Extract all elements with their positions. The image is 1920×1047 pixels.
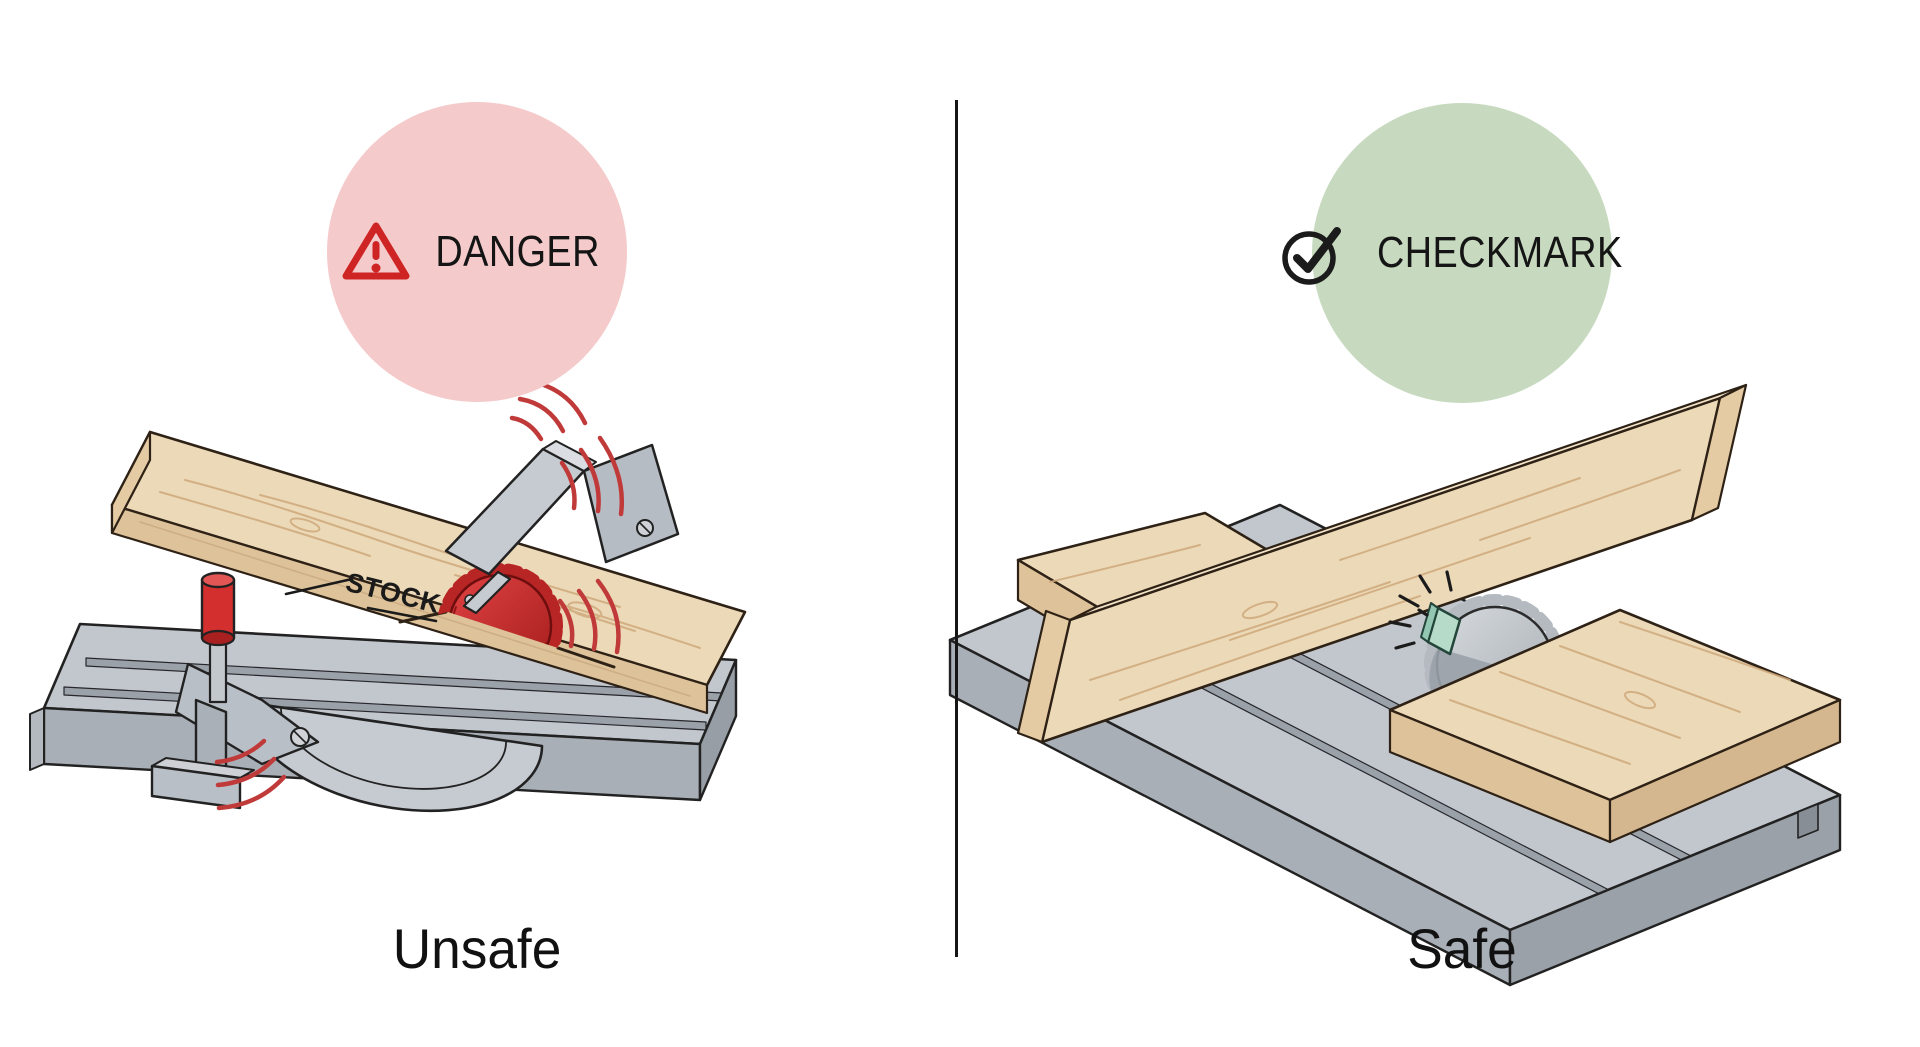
checkmark-badge-label: CHECKMARK [1377,228,1623,277]
vibration-arcs [214,378,625,811]
wood-stock-left [110,430,747,715]
unsafe-saw-illustration: STOCK [29,378,747,813]
safe-saw-illustration [948,383,1842,987]
warning-triangle-icon [342,222,410,280]
wood-stock-right [1016,383,1748,744]
offcut-board [1388,608,1842,844]
cut-chip [1420,602,1462,656]
miter-fence [444,440,680,615]
unsafe-caption: Unsafe [392,917,562,980]
circle-check-icon [1282,227,1342,285]
checkmark-badge: CHECKMARK [1282,103,1622,403]
lock-knob [200,571,236,704]
safe-caption: Safe [1407,917,1517,980]
danger-badge: DANGER [327,102,627,402]
panel-divider [955,100,958,957]
spark-lines [1388,570,1453,650]
wood-grain [1089,469,1681,701]
danger-badge-label: DANGER [435,227,601,276]
